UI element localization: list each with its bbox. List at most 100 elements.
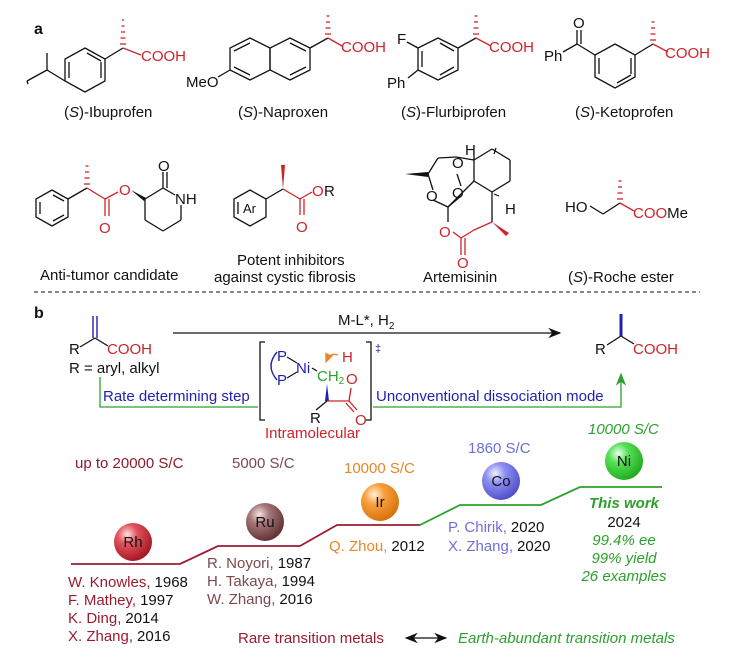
- group-r: R: [69, 341, 80, 358]
- rate-determining-step-label: Rate determining step: [103, 388, 250, 405]
- sc-co: 1860 S/C: [468, 440, 531, 457]
- group-ch2: CH2: [317, 368, 345, 387]
- structure-ketoprofen: O Ph COOH: [544, 15, 710, 89]
- atom-nh: NH: [175, 191, 197, 208]
- reaction-conditions: M-L*, H2: [338, 312, 395, 332]
- sc-rh: up to 20000 S/C: [75, 455, 184, 472]
- atom-h: H: [505, 201, 516, 218]
- this-work-label: This work: [589, 495, 660, 512]
- label-roche-ester: (S)-Roche ester: [568, 269, 674, 286]
- group-carbonyl-o: O: [573, 15, 585, 32]
- stat-yield: 99% yield: [591, 550, 657, 567]
- substrate-structure: R COOH: [69, 316, 152, 358]
- bracket-left: [259, 341, 265, 421]
- product-structure: R COOH: [595, 314, 678, 358]
- group-cooh: COOH: [107, 341, 152, 358]
- timeline-earth-abundant-metals: [419, 486, 662, 526]
- group-ar: Ar: [243, 201, 257, 216]
- group-cooh: COOH: [341, 39, 386, 56]
- metal-label-co: Co: [491, 473, 510, 490]
- ref-item: K. Ding,2014: [68, 610, 159, 627]
- dissociation-mode-label: Unconventional dissociation mode: [376, 388, 604, 405]
- atom-o: O: [119, 182, 131, 199]
- rate-step-connector: [99, 377, 258, 408]
- refs-co: P. Chirik,2020 X. Zhang,2020: [448, 519, 550, 555]
- group-cooh: COOH: [665, 45, 710, 62]
- structure-artemisinin: H O O O H O O: [405, 142, 516, 272]
- legend-earth-abundant-metals: Earth-abundant transition metals: [458, 630, 675, 647]
- ref-item: P. Chirik,2020: [448, 519, 544, 536]
- metal-label-ir: Ir: [375, 494, 384, 511]
- metal-label-ru: Ru: [255, 514, 274, 531]
- metal-sphere-rh: [114, 523, 152, 561]
- bracket-right: [366, 341, 372, 421]
- atom-o: O: [312, 183, 324, 200]
- group-cooh: COOH: [141, 48, 186, 65]
- stat-examples: 26 examples: [580, 568, 667, 585]
- atom-ni: Ni: [296, 360, 310, 377]
- sc-ir: 10000 S/C: [344, 460, 415, 477]
- structure-flurbiprofen: F Ph COOH: [387, 15, 534, 92]
- atom-o: O: [296, 219, 308, 236]
- ref-item: X. Zhang,2016: [68, 628, 170, 645]
- ref-item: R. Noyori,1987: [207, 555, 311, 572]
- atom-o: O: [452, 155, 464, 172]
- group-cooh: COOH: [489, 39, 534, 56]
- ref-item: F. Mathey,1997: [68, 592, 173, 609]
- transition-state: ‡ P P Ni CH2 H O R O: [259, 341, 381, 429]
- atom-o: O: [99, 220, 111, 237]
- group-ho: HO: [565, 199, 588, 216]
- sc-ru: 5000 S/C: [232, 455, 295, 472]
- ref-item: W. Zhang,2016: [207, 591, 313, 608]
- group-coome: COOMe: [633, 205, 688, 222]
- group-phenyl: Ph: [387, 75, 405, 92]
- this-work-year: 2024: [607, 514, 640, 531]
- stat-ee: 99.4% ee: [592, 532, 655, 549]
- atom-o: O: [439, 224, 451, 241]
- metal-sphere-ru: [246, 503, 284, 541]
- label-naproxen: (S)-Naproxen: [238, 104, 328, 121]
- transition-state-dagger: ‡: [375, 343, 381, 355]
- structure-naproxen: COOH MeO: [186, 15, 386, 91]
- atom-r: R: [310, 410, 321, 427]
- label-inhibitors-line2: against cystic fibrosis: [214, 269, 356, 286]
- atom-o: O: [452, 185, 464, 202]
- refs-rh: W. Knowles,1968 F. Mathey,1997 K. Ding,2…: [68, 574, 188, 645]
- panel-a-label: a: [34, 21, 43, 38]
- ref-item: X. Zhang,2020: [448, 538, 550, 555]
- structure-roche-ester: HO COOMe: [565, 180, 688, 222]
- label-anti-tumor-candidate: Anti-tumor candidate: [40, 267, 178, 284]
- panel-b-label: b: [34, 305, 44, 322]
- hydrogen-transfer-arrow: [325, 352, 339, 364]
- metal-sphere-co: [482, 462, 520, 500]
- label-ketoprofen: (S)-Ketoprofen: [575, 104, 673, 121]
- label-inhibitors-line1: Potent inhibitors: [237, 252, 345, 269]
- ref-item: Q. Zhou,2012: [329, 538, 425, 555]
- atom-p: P: [277, 372, 287, 389]
- atom-o: O: [158, 158, 170, 175]
- label-artemisinin: Artemisinin: [423, 269, 497, 286]
- group-fluoro: F: [397, 31, 406, 48]
- atom-h: H: [465, 142, 476, 159]
- label-flurbiprofen: (S)-Flurbiprofen: [401, 104, 506, 121]
- atom-o: O: [426, 188, 438, 205]
- timeline-rare-metals: [71, 524, 420, 565]
- refs-ru: R. Noyori,1987 H. Takaya,1994 W. Zhang,2…: [207, 555, 315, 608]
- metal-sphere-ni: [605, 442, 643, 480]
- metal-label-ni: Ni: [617, 453, 631, 470]
- structure-cystic-fibrosis-inhibitor: Ar O R O: [233, 165, 335, 236]
- ref-item: H. Takaya,1994: [207, 573, 315, 590]
- atom-h: H: [342, 349, 353, 366]
- atom-o: O: [355, 412, 367, 429]
- atom-o: O: [346, 371, 358, 388]
- intramolecular-label: Intramolecular: [265, 425, 360, 442]
- atom-o: O: [457, 255, 469, 272]
- group-meo: MeO: [186, 74, 219, 91]
- dissociation-arrow: [373, 372, 627, 408]
- structure-ibuprofen: COOH: [26, 19, 186, 93]
- metal-label-rh: Rh: [123, 534, 142, 551]
- legend-rare-metals: Rare transition metals: [238, 630, 384, 647]
- structure-anti-tumor-candidate: O O O NH: [35, 158, 197, 237]
- group-phenyl: Ph: [544, 48, 562, 65]
